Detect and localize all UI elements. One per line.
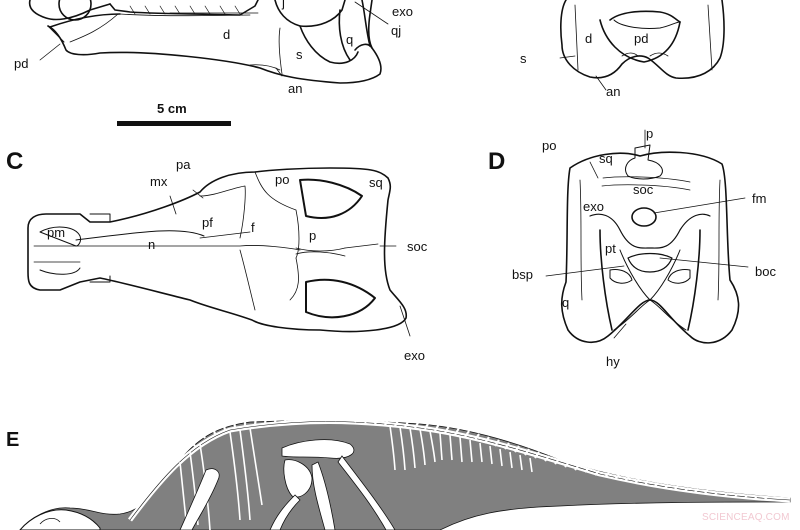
label-c-postorbital: po: [275, 172, 290, 187]
label-d-basioccipital: boc: [755, 264, 776, 279]
label-a-dentary: d: [223, 27, 231, 42]
label-c-palpebral: pa: [176, 157, 191, 172]
label-c-exoccipital: exo: [404, 348, 425, 363]
label-d-pterygoid: pt: [605, 241, 616, 256]
label-c-parietal: p: [309, 228, 317, 243]
label-c-squamosal: sq: [369, 175, 383, 190]
label-d-supraoccipital: soc: [633, 182, 654, 197]
scale-bar-label: 5 cm: [157, 101, 187, 116]
panel-b-skull-anterior: [559, 0, 725, 91]
watermark: SCIENCEAQ.COM: [702, 512, 790, 523]
label-a-angular: an: [288, 81, 303, 96]
label-d-squamosal: sq: [599, 151, 613, 166]
panel-a-skull-lateral: [28, 0, 389, 84]
panel-letter-e: E: [6, 429, 20, 451]
panel-letter-d: D: [488, 148, 506, 175]
label-a-predentary: pd: [14, 56, 29, 71]
label-d-hyoid: hy: [606, 354, 620, 369]
label-d-parietal: p: [646, 126, 654, 141]
panel-c-skull-dorsal: [27, 167, 411, 337]
panel-e-skeleton: [19, 412, 791, 530]
label-a-surangular: s: [296, 47, 303, 62]
label-a-quadrate: q: [346, 32, 354, 47]
panel-d-skull-posterior: [545, 129, 749, 344]
label-c-frontal: f: [251, 220, 255, 235]
label-b-angular: an: [606, 84, 621, 99]
label-d-basisphenoid: bsp: [512, 267, 533, 282]
label-c-supraoccipital: soc: [407, 239, 428, 254]
label-a-quadratojugal: qj: [391, 23, 402, 38]
label-c-maxilla: mx: [150, 174, 168, 189]
label-a-jugal: j: [282, 0, 285, 10]
label-d-exoccipital: exo: [583, 199, 604, 214]
label-c-prefrontal: pf: [202, 215, 213, 230]
label-d-postorbital: po: [542, 138, 557, 153]
label-c-nasal: n: [148, 237, 156, 252]
scale-bar: [117, 121, 231, 126]
label-d-foramen-magnum: fm: [752, 191, 767, 206]
label-b-dentary: d: [585, 31, 593, 46]
panel-letter-c: C: [6, 148, 24, 175]
label-b-predentary: pd: [634, 31, 649, 46]
label-a-exoccipital: exo: [392, 4, 413, 19]
label-d-quadrate: q: [562, 295, 570, 310]
label-c-premaxilla: pm: [47, 225, 66, 240]
label-b-surangular: s: [520, 51, 527, 66]
